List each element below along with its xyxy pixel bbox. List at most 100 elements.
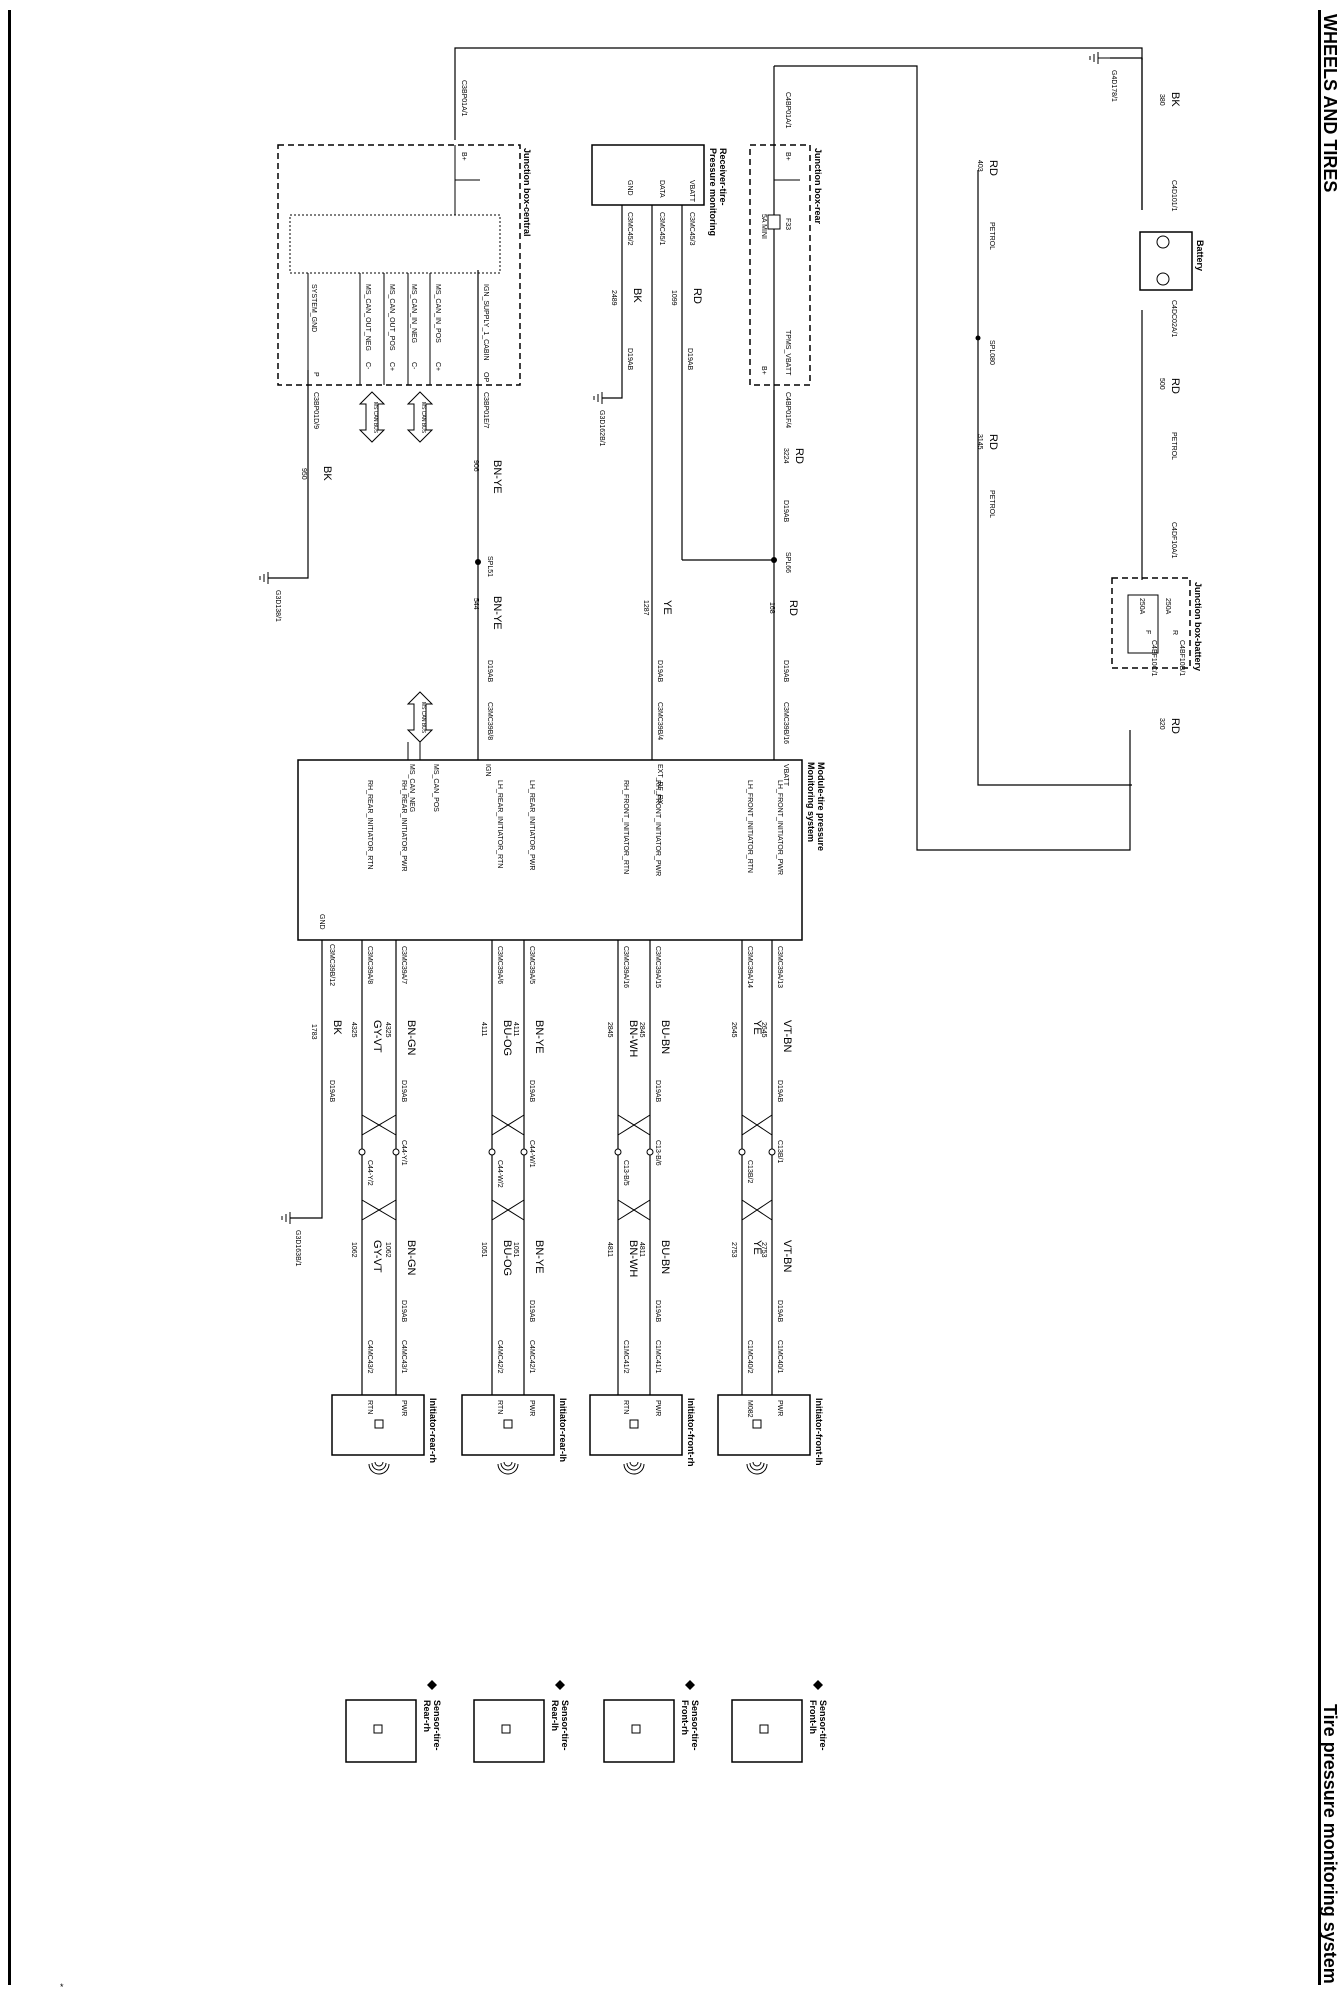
svg-text:SYSTEM_GND: SYSTEM_GND bbox=[310, 284, 317, 332]
module-pin-pwr: RH_REAR_INITIATOR_PWR bbox=[400, 780, 407, 872]
wire-num-pwr: 4111 bbox=[512, 1022, 519, 1037]
antenna-wave-icon bbox=[629, 1461, 639, 1467]
connector-rtn: C3MC39A/14 bbox=[746, 946, 753, 988]
inline-label-rtn: C44-W/2 bbox=[496, 1160, 503, 1188]
wire-crossover-2 bbox=[617, 1199, 651, 1221]
svg-text:403: 403 bbox=[976, 160, 983, 172]
connector-rtn: C3MC39A/6 bbox=[496, 946, 503, 984]
connector-pwr: C3MC39A/5 bbox=[528, 946, 535, 984]
junction-box-rear: Junction box-rear B+ F33 5A MINI TPMS_VB… bbox=[749, 92, 823, 523]
wire-num-rtn: 4325 bbox=[350, 1022, 357, 1038]
svg-text:BN-YE: BN-YE bbox=[491, 596, 503, 630]
svg-text:Sensor-tire-: Sensor-tire- bbox=[432, 1700, 442, 1751]
antenna-coil bbox=[503, 1419, 513, 1429]
sensor-tire-rear-lh: Sensor-tire- Rear-lh bbox=[473, 1680, 570, 1763]
antenna-wave-icon bbox=[503, 1461, 513, 1467]
svg-text:BK: BK bbox=[631, 288, 643, 303]
harness2-pwr: D19AB bbox=[400, 1300, 407, 1323]
wire-crossover bbox=[491, 1114, 525, 1136]
wire2-num-pwr: 4811 bbox=[638, 1242, 645, 1257]
svg-text:C3BP01E/7: C3BP01E/7 bbox=[482, 392, 489, 429]
svg-text:C3MC39B/8: C3MC39B/8 bbox=[486, 702, 493, 740]
svg-text:VBATT: VBATT bbox=[688, 180, 695, 203]
svg-text:YE: YE bbox=[661, 600, 673, 615]
svg-text:GND: GND bbox=[318, 914, 325, 930]
svg-text:C3MC39B/12: C3MC39B/12 bbox=[328, 944, 335, 986]
svg-text:1783: 1783 bbox=[310, 1024, 317, 1040]
svg-text:F33: F33 bbox=[784, 218, 791, 230]
antenna-wave-icon bbox=[368, 1463, 390, 1475]
svg-text:168: 168 bbox=[768, 602, 775, 614]
svg-text:C4DF10A/1: C4DF10A/1 bbox=[1170, 522, 1177, 559]
wire-color-rtn: YE bbox=[751, 1020, 763, 1035]
antenna-wave-icon bbox=[746, 1463, 768, 1475]
antenna-wave-icon bbox=[626, 1462, 642, 1471]
wire2-color-pwr: BN-YE bbox=[533, 1240, 545, 1274]
wire-num-pwr: 2845 bbox=[638, 1022, 645, 1038]
module-tire-pressure-monitoring: Module-tire pressure Monitoring system R… bbox=[297, 596, 826, 1103]
antenna-wave-icon bbox=[497, 1463, 519, 1475]
svg-text:500: 500 bbox=[1158, 378, 1165, 390]
svg-text:C3MC45/2: C3MC45/2 bbox=[626, 212, 633, 246]
harness-pwr: D19AB bbox=[654, 1080, 661, 1103]
svg-text:D19AB: D19AB bbox=[686, 348, 693, 371]
svg-text:Front-lh: Front-lh bbox=[808, 1700, 818, 1734]
svg-text:C3MC45/1: C3MC45/1 bbox=[658, 212, 665, 246]
svg-text:250A: 250A bbox=[1164, 598, 1171, 615]
svg-text:Front-rh: Front-rh bbox=[680, 1700, 690, 1735]
wire2-color-rtn: GY-VT bbox=[371, 1240, 383, 1273]
svg-text:Initiator-rear-rh: Initiator-rear-rh bbox=[428, 1398, 438, 1463]
svg-text:RD: RD bbox=[1169, 378, 1181, 394]
wire-color-pwr: BN-YE bbox=[533, 1020, 545, 1054]
inline-connector-pwr bbox=[520, 1148, 528, 1156]
inline-connector-pwr bbox=[768, 1148, 776, 1156]
svg-text:RD: RD bbox=[1169, 718, 1181, 734]
connector-rtn: C3MC39A/8 bbox=[366, 946, 373, 984]
inline-connector-rtn bbox=[488, 1148, 496, 1156]
svg-text:PETROL: PETROL bbox=[988, 222, 995, 250]
junction-box-central: Junction box-central C3BP01A/1 B+ IGN_SU… bbox=[277, 80, 532, 494]
svg-text:SPL51: SPL51 bbox=[486, 556, 493, 577]
svg-text:C-: C- bbox=[410, 362, 417, 370]
svg-text:Sensor-tire-: Sensor-tire- bbox=[818, 1700, 828, 1751]
module-pin-pwr: LH_FRONT_INITIATOR_PWR bbox=[776, 780, 783, 875]
svg-text:Rear-rh: Rear-rh bbox=[422, 1700, 432, 1732]
module-pin-rtn: RH_REAR_INITIATOR_RTN bbox=[366, 780, 373, 869]
svg-text:Module-tire pressure: Module-tire pressure bbox=[816, 762, 826, 851]
svg-text:D19AB: D19AB bbox=[782, 500, 789, 523]
battery-wiring-labels: BK 380 C4D101/1 C4DC02A/1 RD 500 PETROL … bbox=[976, 92, 1181, 734]
initiator-rear-lh: Initiator-rear-lh bbox=[461, 1394, 568, 1462]
harness2-pwr: D19AB bbox=[776, 1300, 783, 1323]
wire-color-pwr: BU-BN bbox=[659, 1020, 671, 1054]
inline-label-pwr: C44-Y/1 bbox=[400, 1140, 407, 1166]
initiator-pin-pwr: PWR bbox=[776, 1400, 783, 1416]
svg-text:EXT_RF_RX: EXT_RF_RX bbox=[656, 764, 663, 805]
svg-text:MS_CAN_IN_NEG: MS_CAN_IN_NEG bbox=[410, 284, 417, 343]
svg-text:SPL66: SPL66 bbox=[784, 552, 791, 573]
svg-text:G4D178/1: G4D178/1 bbox=[1110, 70, 1117, 102]
module-pin-rtn: LH_REAR_INITIATOR_RTN bbox=[496, 780, 503, 868]
wire2-num-rtn: 2753 bbox=[730, 1242, 737, 1258]
wire-crossover-2 bbox=[491, 1199, 525, 1221]
svg-text:C4BF10B/1: C4BF10B/1 bbox=[1178, 640, 1185, 676]
wire-crossover-2 bbox=[361, 1199, 397, 1221]
wire-color-rtn: BN-WH bbox=[627, 1020, 639, 1057]
svg-text:C4BP01F/4: C4BP01F/4 bbox=[784, 392, 791, 428]
svg-text:RD: RD bbox=[691, 288, 703, 304]
svg-text:3145: 3145 bbox=[976, 434, 983, 450]
antenna-wave-icon bbox=[749, 1462, 765, 1471]
initiator-pin-pwr: PWR bbox=[400, 1400, 407, 1416]
inline-label-rtn: C13-B/5 bbox=[622, 1160, 629, 1186]
initiator-pin-rtn: RTN bbox=[622, 1400, 629, 1414]
svg-text:MS_CAN_NEG: MS_CAN_NEG bbox=[408, 764, 415, 812]
svg-text:3224: 3224 bbox=[782, 448, 789, 464]
wire-crossover bbox=[361, 1114, 397, 1136]
svg-text:D19AB: D19AB bbox=[626, 348, 633, 371]
svg-text:RD: RD bbox=[987, 160, 999, 176]
svg-text:B+: B+ bbox=[760, 366, 767, 375]
svg-text:Initiator-rear-lh: Initiator-rear-lh bbox=[558, 1398, 568, 1462]
module-pin-pwr: RH_FRONT_INITIATOR_PWR bbox=[654, 780, 661, 876]
svg-text:Rear-lh: Rear-lh bbox=[550, 1700, 560, 1731]
svg-text:C4D101/1: C4D101/1 bbox=[1170, 180, 1177, 212]
initiator-front-lh: Initiator-front-lh bbox=[717, 1394, 824, 1465]
